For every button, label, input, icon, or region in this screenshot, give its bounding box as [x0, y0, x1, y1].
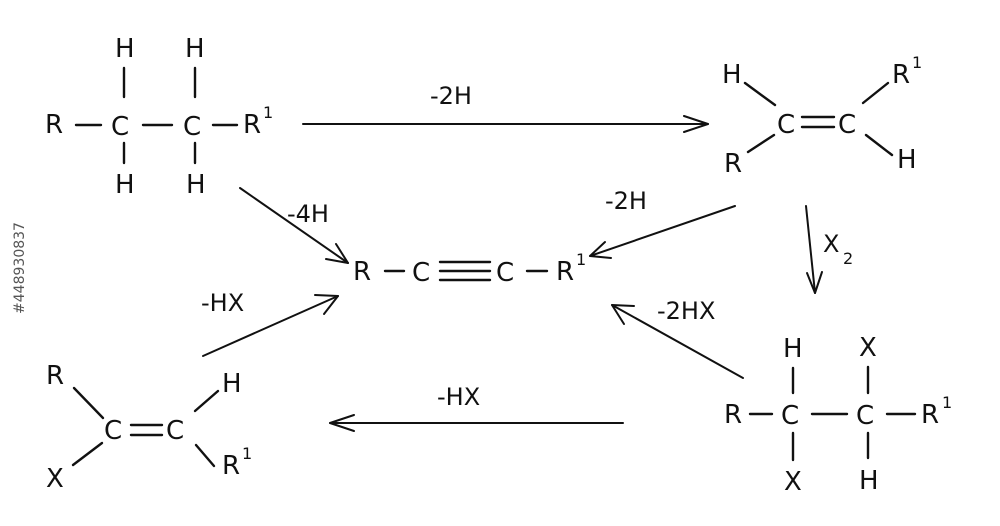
- vinyl-bond-c-r1: [194, 443, 216, 468]
- label-dihalide-to-alkyne: -2HX: [657, 297, 715, 325]
- alkene-c-left: C: [777, 110, 795, 140]
- label-halogenation-sub: 2: [843, 249, 853, 268]
- vinyl-c-right: C: [166, 416, 184, 446]
- alkyne-c-right: C: [496, 258, 514, 288]
- arrow-dihalide-to-alkyne: [611, 304, 744, 379]
- vinyl-bond-c-h: [193, 389, 220, 413]
- label-dihalide-to-vinyl: -HX: [437, 383, 480, 411]
- vinyl-r1-sup: 1: [242, 444, 252, 463]
- label-alkane-to-alkene: -2H: [430, 82, 472, 110]
- alkene-structure: H R C C R 1 H: [722, 53, 922, 179]
- label-halogenation: X: [823, 230, 839, 258]
- alkene-bond-c-r1: [861, 81, 890, 105]
- alkyne-r1: R: [556, 257, 574, 287]
- vinyl-r1: R: [222, 451, 240, 481]
- alkyne-c-left: C: [412, 258, 430, 288]
- vinyl-h-top: H: [222, 369, 242, 399]
- arrow-dihalide-to-vinyl: [329, 414, 624, 432]
- dihalide-h-top: H: [783, 334, 803, 364]
- alkene-r1-sup: 1: [912, 53, 922, 72]
- alkane-r1-sup: 1: [263, 103, 273, 122]
- alkene-c-right: C: [838, 110, 856, 140]
- alkene-bond-r-c: [746, 133, 776, 154]
- vinyl-bond-r-c: [72, 386, 105, 420]
- vinyl-c-left: C: [104, 416, 122, 446]
- alkyne-r1-sup: 1: [576, 250, 586, 269]
- label-alkene-to-alkyne: -2H: [605, 187, 647, 215]
- alkyne-r: R: [353, 257, 371, 287]
- alkane-r1: R: [243, 110, 261, 140]
- dihalide-c-right: C: [856, 401, 874, 431]
- alkene-h-bottom: H: [897, 145, 917, 175]
- label-vinyl-to-alkyne: -HX: [201, 289, 244, 317]
- dihalide-h-bottom: H: [859, 466, 879, 496]
- vinyl-halide-structure: R X C C H R 1: [46, 361, 252, 494]
- alkene-bond-c-h: [864, 133, 894, 157]
- alkyne-structure: R C C R 1: [353, 250, 586, 288]
- alkane-r: R: [45, 110, 63, 140]
- alkene-r-bottom: R: [724, 149, 742, 179]
- arrow-alkane-to-alkene: [302, 115, 709, 133]
- alkane-h-top-left: H: [115, 34, 135, 64]
- vinyl-r-top: R: [46, 361, 64, 391]
- alkene-bond-h-c: [743, 81, 777, 107]
- dihalide-structure: R H C X X C H R 1: [724, 333, 952, 497]
- vinyl-bond-x-c: [71, 441, 104, 467]
- dihalide-r: R: [724, 400, 742, 430]
- arrow-alkene-to-alkyne: [589, 205, 736, 259]
- arrow-alkane-to-alkyne: [239, 187, 349, 264]
- alkane-h-bottom-right: H: [186, 170, 206, 200]
- arrow-vinyl-to-alkyne: [202, 294, 339, 357]
- dihalide-x-top: X: [859, 333, 877, 363]
- dihalide-r1-sup: 1: [942, 393, 952, 412]
- dihalide-c-left: C: [781, 401, 799, 431]
- label-alkane-to-alkyne: -4H: [287, 200, 329, 228]
- alkane-h-top-right: H: [185, 34, 205, 64]
- dihalide-r1: R: [921, 400, 939, 430]
- alkane-c-right: C: [183, 112, 201, 142]
- alkane-h-bottom-left: H: [115, 170, 135, 200]
- arrow-halogenation: [805, 205, 823, 294]
- alkane-c-left: C: [111, 112, 129, 142]
- alkene-r1-top: R: [892, 60, 910, 90]
- vinyl-x-bottom: X: [46, 464, 64, 494]
- alkene-h-top: H: [722, 60, 742, 90]
- dihalide-x-bottom: X: [784, 467, 802, 497]
- alkane-structure: R C H H C H H R 1: [45, 34, 273, 200]
- stock-id-watermark: #448930837: [12, 222, 28, 314]
